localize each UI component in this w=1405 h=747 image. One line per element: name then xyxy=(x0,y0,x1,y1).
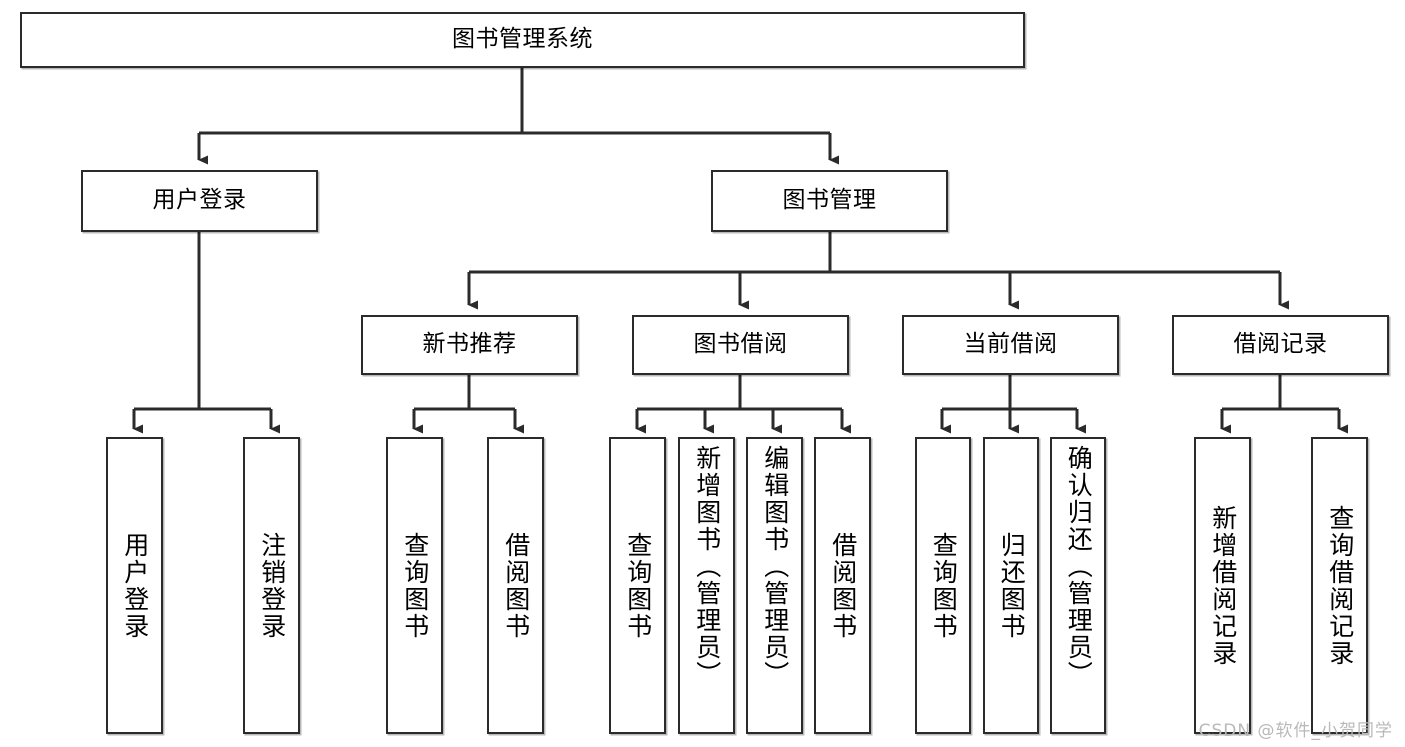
node-label: 用户登录 xyxy=(152,187,247,214)
node-label: 当前借阅 xyxy=(963,331,1058,358)
node-label: 图书管理系统 xyxy=(452,26,593,53)
leaf-borrow-edit-book-admin[interactable]: 编辑图书（管理员） xyxy=(746,437,803,734)
csdn-watermark: CSDN @软件_小贺同学 xyxy=(1198,721,1393,741)
leaf-record-add-record[interactable]: 新增借阅记录 xyxy=(1194,437,1251,734)
leaf-recommend-query-book[interactable]: 查询图书 xyxy=(386,437,443,734)
node-book-management[interactable]: 图书管理 xyxy=(711,170,948,232)
node-label: 图书借阅 xyxy=(693,331,788,358)
leaf-borrow-query-book[interactable]: 查询图书 xyxy=(609,437,666,734)
node-label: 借阅图书 xyxy=(828,531,858,640)
node-label: 确认归还（管理员） xyxy=(1064,445,1094,688)
leaf-record-query-record[interactable]: 查询借阅记录 xyxy=(1311,437,1368,734)
leaf-current-confirm-return-admin[interactable]: 确认归还（管理员） xyxy=(1050,437,1106,734)
leaf-user-login-signout[interactable]: 注销登录 xyxy=(243,437,300,734)
leaf-user-login-signin[interactable]: 用户登录 xyxy=(106,437,163,734)
node-label: 借阅记录 xyxy=(1233,331,1328,358)
node-new-book-recommend[interactable]: 新书推荐 xyxy=(361,315,578,375)
node-label: 新增借阅记录 xyxy=(1208,504,1238,667)
node-label: 新书推荐 xyxy=(422,331,517,358)
leaf-borrow-borrow-book[interactable]: 借阅图书 xyxy=(814,437,871,734)
leaf-current-return-book[interactable]: 归还图书 xyxy=(983,437,1039,734)
node-label: 查询图书 xyxy=(623,531,653,640)
node-borrow-record[interactable]: 借阅记录 xyxy=(1172,315,1389,375)
node-label: 注销登录 xyxy=(257,531,287,640)
node-label: 归还图书 xyxy=(997,531,1027,640)
node-label: 用户登录 xyxy=(120,531,150,640)
node-user-login[interactable]: 用户登录 xyxy=(81,170,318,232)
leaf-current-query-book[interactable]: 查询图书 xyxy=(915,437,971,734)
node-root-library-system[interactable]: 图书管理系统 xyxy=(20,12,1025,68)
leaf-recommend-borrow-book[interactable]: 借阅图书 xyxy=(487,437,544,734)
node-book-borrow[interactable]: 图书借阅 xyxy=(632,315,849,375)
node-label: 借阅图书 xyxy=(501,531,531,640)
leaf-borrow-add-book-admin[interactable]: 新增图书（管理员） xyxy=(678,437,735,734)
node-current-borrow[interactable]: 当前借阅 xyxy=(902,315,1119,375)
node-label: 编辑图书（管理员） xyxy=(760,445,790,688)
node-label: 图书管理 xyxy=(782,187,877,214)
node-label: 查询图书 xyxy=(929,531,959,640)
node-label: 查询借阅记录 xyxy=(1325,504,1355,667)
node-label: 新增图书（管理员） xyxy=(692,445,722,688)
node-label: 查询图书 xyxy=(400,531,430,640)
